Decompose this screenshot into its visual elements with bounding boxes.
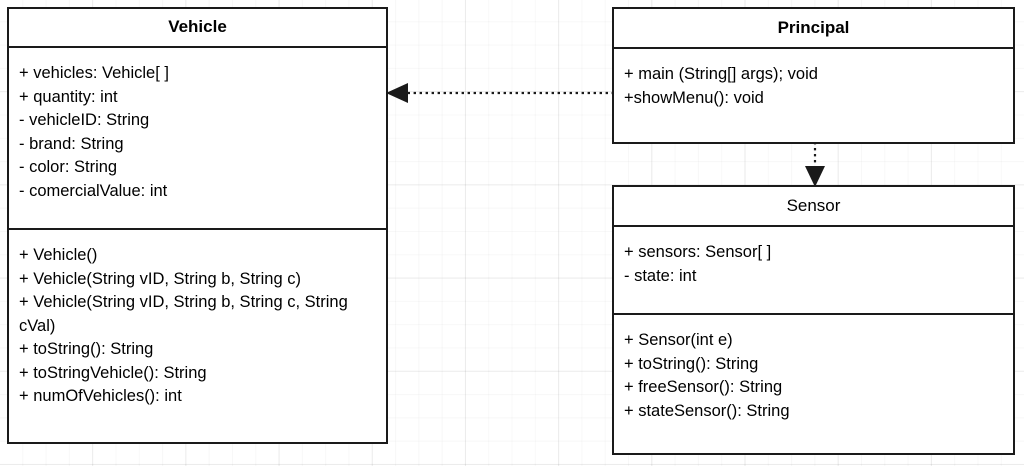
attribute-row: + sensors: Sensor[ ] <box>624 243 772 261</box>
operation-row: + main (String[] args); void <box>624 65 818 83</box>
uml-class-principal[interactable]: Principal + main (String[] args); void +… <box>612 7 1015 144</box>
operation-row: + Vehicle(String vID, String b, String c… <box>19 293 348 335</box>
uml-class-sensor[interactable]: Sensor + sensors: Sensor[ ] - state: int… <box>612 185 1015 455</box>
operation-row: + numOfVehicles(): int <box>19 387 182 405</box>
dependency-arrow-principal-to-vehicle[interactable] <box>386 78 616 108</box>
attribute-row: + quantity: int <box>19 87 118 106</box>
attributes-compartment-sensor: + sensors: Sensor[ ] - state: int <box>614 227 1013 313</box>
attribute-row: - brand: String <box>19 134 124 153</box>
arrowhead-filled-triangle <box>805 166 825 187</box>
operation-row: + stateSensor(): String <box>624 401 790 420</box>
attribute-row: - color: String <box>19 158 118 176</box>
attribute-row: - vehicleID: String <box>19 111 150 129</box>
operation-row: + toStringVehicle(): String <box>19 363 207 382</box>
attributes-compartment-vehicle: + vehicles: Vehicle[ ] + quantity: int -… <box>9 48 386 228</box>
attribute-row: + vehicles: Vehicle[ ] <box>19 64 169 82</box>
operation-row: + Sensor(int e) <box>624 331 733 349</box>
operation-row: +showMenu(): void <box>624 88 764 107</box>
dependency-arrow-principal-to-sensor[interactable] <box>798 142 832 188</box>
class-title-sensor: Sensor <box>614 187 1013 227</box>
operation-row: + Vehicle(String vID, String b, String c… <box>19 269 301 288</box>
class-title-vehicle: Vehicle <box>9 9 386 48</box>
operation-row: + toString(): String <box>19 340 154 358</box>
attribute-row: - comercialValue: int <box>19 181 168 200</box>
attribute-row: - state: int <box>624 266 697 285</box>
class-title-principal: Principal <box>614 9 1013 49</box>
operation-row: + Vehicle() <box>19 246 98 264</box>
operations-compartment-vehicle: + Vehicle() + Vehicle(String vID, String… <box>9 228 386 442</box>
operation-row: + toString(): String <box>624 354 759 373</box>
operation-row: + freeSensor(): String <box>624 378 783 396</box>
operations-compartment-principal: + main (String[] args); void +showMenu()… <box>614 49 1013 142</box>
uml-class-vehicle[interactable]: Vehicle + vehicles: Vehicle[ ] + quantit… <box>7 7 388 444</box>
arrowhead-filled-triangle <box>386 83 408 103</box>
operations-compartment-sensor: + Sensor(int e) + toString(): String + f… <box>614 313 1013 453</box>
